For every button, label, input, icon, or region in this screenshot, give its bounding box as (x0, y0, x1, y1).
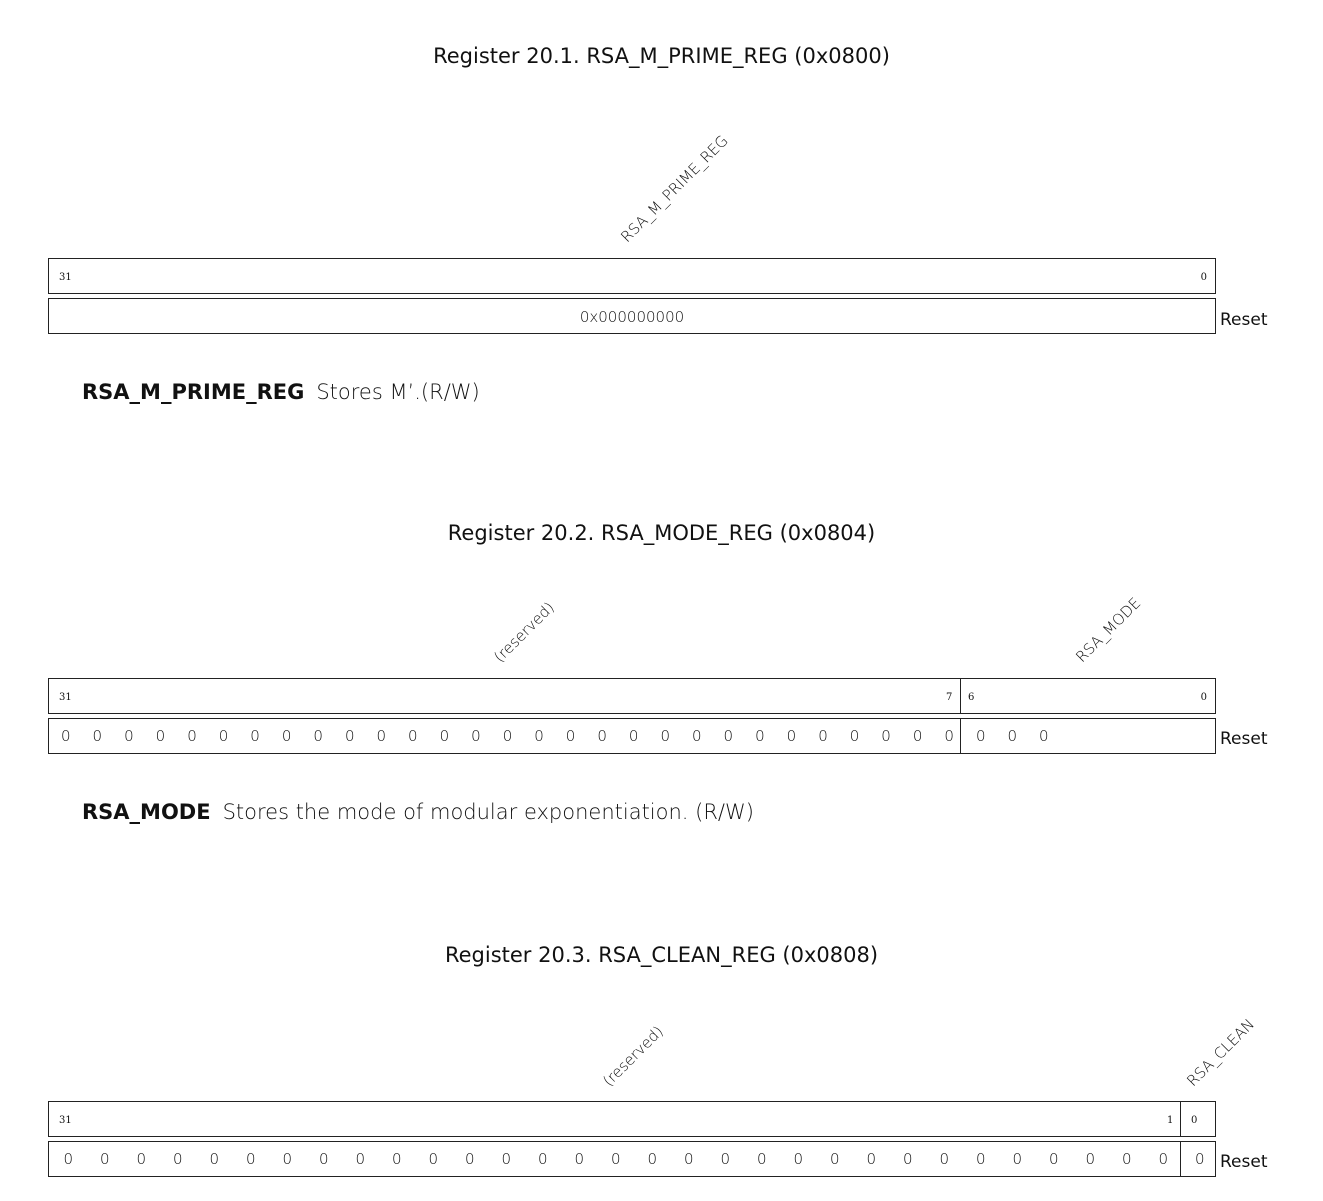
reset-bit-value: 0 (786, 727, 797, 745)
reset-bit-value: 0 (428, 1150, 439, 1168)
register-2-bit-0: 0 (1200, 692, 1207, 703)
reset-bit-value: 0 (92, 727, 103, 745)
register-2-reset-row: 0 0 0 0 0 0 0 0 0 0 0 0 0 0 0 0 0 0 0 0 0 0 0 0 0 0 0 0 0 0 0 0 (48, 718, 1216, 754)
register-1-reset-label: Reset (1220, 310, 1268, 330)
register-1-desc-field: RSA_M_PRIME_REG (82, 380, 305, 404)
reset-bit-value: 0 (756, 1150, 767, 1168)
reset-bit-value: 0 (720, 1150, 731, 1168)
reset-bit-value: 0 (502, 727, 513, 745)
register-2-desc-field: RSA_MODE (82, 800, 211, 824)
reset-bit-value: 0 (209, 1150, 220, 1168)
reset-bit-value: 0 (1158, 1150, 1169, 1168)
reset-bit-value: 0 (282, 1150, 293, 1168)
register-1-bit-high: 31 (59, 272, 72, 283)
reset-bit-value: 0 (912, 727, 923, 745)
reset-bit-value: 0 (1121, 1150, 1132, 1168)
reset-bit-value: 0 (1007, 727, 1018, 745)
register-3-bit-1: 1 (1167, 1115, 1174, 1126)
register-2-reserved-label: (reserved) (490, 598, 558, 666)
reset-bit-value: 0 (723, 727, 734, 745)
reset-bit-value: 0 (187, 727, 197, 745)
register-3-field-label: RSA_CLEAN (1183, 1015, 1259, 1090)
reset-bit-value: 0 (574, 1150, 585, 1168)
reset-bit-value: 0 (318, 1150, 329, 1168)
register-2-title: Register 20.2. RSA_MODE_REG (0x0804) (447, 521, 876, 545)
reset-bit-value: 0 (902, 1150, 913, 1168)
register-2-bit-31: 31 (59, 692, 72, 703)
reset-bit-value: 0 (793, 1150, 804, 1168)
reset-bit-value: 0 (610, 1150, 621, 1168)
reset-bit-value: 0 (376, 727, 387, 745)
reset-bit-value: 0 (829, 1150, 840, 1168)
reset-bit-value: 0 (313, 727, 323, 745)
register-1-bit-row: 31 0 (48, 258, 1216, 294)
reset-bit-value: 0 (136, 1150, 147, 1168)
reset-bit-value: 0 (975, 1150, 986, 1168)
reset-bit-value: 0 (1012, 1150, 1023, 1168)
reset-bit-value: 0 (1085, 1150, 1096, 1168)
reset-bit-value: 0 (881, 727, 891, 745)
register-2-bit-7: 7 (946, 692, 953, 703)
register-2-reset-label: Reset (1220, 729, 1268, 749)
register-3-reset-row: 0 0 0 0 0 0 0 0 0 0 0 0 0 0 0 0 0 0 0 0 0 0 0 0 0 0 0 0 0 0 0 0 (48, 1141, 1216, 1177)
reset-bit-value: 0 (155, 727, 166, 745)
register-3-reset-label: Reset (1220, 1152, 1268, 1172)
register-1-description: RSA_M_PRIME_REG Stores M’.(R/W) (82, 380, 480, 404)
register-3-bit-row: 31 1 0 (48, 1101, 1216, 1137)
reset-bit-value: 0 (565, 727, 576, 745)
register-2-desc-text: Stores the mode of modular exponentiatio… (222, 800, 754, 824)
reset-bit-value: 0 (471, 727, 481, 745)
reset-bit-value: 0 (975, 727, 986, 745)
register-1-reset-value: 0x000000000 (579, 308, 685, 326)
reset-bit-value: 0 (1194, 1150, 1205, 1168)
reset-bit-value: 0 (683, 1150, 694, 1168)
reset-bit-value: 0 (660, 727, 670, 745)
reset-bit-value: 0 (281, 727, 292, 745)
reset-bit-value: 0 (391, 1150, 402, 1168)
register-1-field-label: RSA_M_PRIME_REG (617, 131, 732, 246)
register-2-field-label: RSA_MODE (1072, 594, 1145, 666)
reset-bit-value: 0 (866, 1150, 877, 1168)
reset-bit-value: 0 (250, 727, 260, 745)
register-1-desc-text: Stores M’.(R/W) (316, 380, 480, 404)
reset-bit-value: 0 (63, 1150, 74, 1168)
reset-bit-value: 0 (628, 727, 639, 745)
register-1-title: Register 20.1. RSA_M_PRIME_REG (0x0800) (433, 44, 890, 68)
reset-bit-value: 0 (647, 1150, 658, 1168)
reset-bit-value: 0 (218, 727, 229, 745)
reset-bit-value: 0 (355, 1150, 366, 1168)
reset-bit-value: 0 (60, 727, 71, 745)
reset-bit-value: 0 (1048, 1150, 1059, 1168)
register-2-bit-row: 31 7 6 0 (48, 678, 1216, 714)
reset-bit-value: 0 (464, 1150, 475, 1168)
reset-bit-value: 0 (818, 727, 828, 745)
register-1-bit-low: 0 (1200, 272, 1207, 283)
register-3-title: Register 20.3. RSA_CLEAN_REG (0x0808) (444, 943, 879, 967)
register-3-bit-0: 0 (1191, 1115, 1198, 1126)
register-3-reserved-label: (reserved) (599, 1022, 667, 1090)
reset-bit-value: 0 (245, 1150, 256, 1168)
reset-bit-value: 0 (691, 727, 702, 745)
register-2-description: RSA_MODE Stores the mode of modular expon… (82, 800, 754, 824)
reset-bit-value: 0 (344, 727, 355, 745)
reset-bit-value: 0 (534, 727, 544, 745)
reset-bit-value: 0 (597, 727, 607, 745)
reset-bit-value: 0 (944, 727, 954, 745)
reset-bit-value: 0 (537, 1150, 548, 1168)
reset-bit-value: 0 (755, 727, 765, 745)
reset-bit-value: 0 (172, 1150, 183, 1168)
reset-bit-value: 0 (849, 727, 860, 745)
register-1-reset-row: 0x000000000 (48, 298, 1216, 334)
reset-bit-value: 0 (124, 727, 134, 745)
reset-bit-value: 0 (1039, 727, 1049, 745)
register-3-bit-31: 31 (59, 1115, 72, 1126)
reset-bit-value: 0 (439, 727, 450, 745)
reset-bit-value: 0 (99, 1150, 110, 1168)
reset-bit-value: 0 (939, 1150, 950, 1168)
register-2-bit-6: 6 (968, 692, 975, 703)
reset-bit-value: 0 (501, 1150, 512, 1168)
reset-bit-value: 0 (408, 727, 418, 745)
